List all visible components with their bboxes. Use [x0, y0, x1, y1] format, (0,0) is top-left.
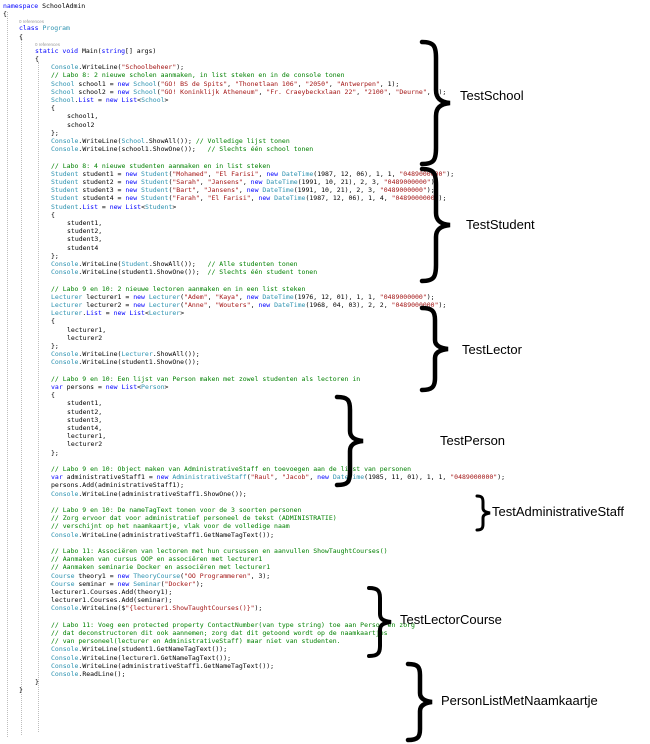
code-line: static void Main(string[] args) — [35, 46, 157, 55]
code-line: { — [51, 210, 55, 219]
annotation-test-lector-course: TestLectorCourse — [400, 612, 502, 627]
code-line: Console.WriteLine(student1.ShowOne()); /… — [51, 268, 318, 277]
code-line: persons.Add(administrativeStaff1); — [51, 481, 185, 490]
code-line: Student student2 = new Student("Sarah", … — [51, 178, 439, 186]
code-line: Lecturer lecturer1 = new Lecturer("Adem"… — [51, 292, 435, 301]
code-line: var administrativeStaff1 = new Administr… — [51, 473, 506, 482]
code-line: namespace SchoolAdmin — [3, 2, 86, 10]
code-line: Console.WriteLine("Schoolbeheer"); — [51, 63, 185, 72]
brace-icon — [405, 661, 433, 743]
code-line: Lecturer lecturer2 = new Lecturer("Anne"… — [51, 301, 447, 309]
annotation-test-student: TestStudent — [466, 217, 535, 232]
code-line: student2, — [67, 227, 103, 236]
code-line: // Labo 8: 4 nieuwe studenten aanmaken e… — [51, 161, 271, 170]
annotation-person-list-met-naamkaartje: PersonListMetNaamkaartje — [441, 693, 598, 708]
code-line: lecturer2 — [67, 333, 103, 342]
code-line: Console.ReadLine(); — [51, 670, 126, 678]
brace-icon — [475, 494, 491, 532]
code-line: lecturer1, — [67, 432, 107, 441]
code-line: school2 — [67, 120, 95, 129]
code-line: }; — [51, 128, 59, 137]
brace-icon — [334, 394, 364, 488]
code-line: Console.WriteLine(Lecturer.ShowAll()); — [51, 350, 200, 359]
code-line: Console.WriteLine(student1.ShowOne()); — [51, 358, 200, 367]
indent-guide — [21, 37, 22, 735]
annotation-test-lector: TestLector — [462, 342, 522, 357]
brace-icon — [419, 166, 451, 284]
indent-guide — [38, 62, 39, 732]
code-line: School school2 = new School("GO! Koninkl… — [51, 87, 447, 96]
code-line: Console.WriteLine(student1.GetNameTagTex… — [51, 645, 228, 654]
annotation-test-school: TestSchool — [460, 88, 524, 103]
code-line: Lecturer.List = new List<Lecturer> — [51, 309, 185, 318]
code-line: // Aanmaken van cursus OOP en associëren… — [51, 555, 263, 564]
code-line: }; — [51, 448, 59, 457]
code-line: lecturer2 — [67, 440, 103, 449]
brace-icon — [419, 305, 449, 393]
code-line: // van personeel(lecturer en Administrat… — [51, 637, 341, 646]
annotation-test-administrative-staff: TestAdministrativeStaff — [492, 504, 624, 519]
code-line: school1, — [67, 112, 99, 121]
code-line: // Labo 8: 2 nieuwe scholen aanmaken, in… — [51, 71, 345, 80]
code-line: { — [51, 391, 55, 400]
code-line: Console.WriteLine(school1.ShowOne()); //… — [51, 145, 314, 154]
code-line: School.List = new List<School> — [51, 96, 169, 104]
code-line: var persons = new List<Person> — [51, 383, 169, 391]
code-line: Student student1 = new Student("Mohamed"… — [51, 169, 455, 178]
code-line: // Labo 9 en 10: 2 nieuwe lectoren aanma… — [51, 284, 306, 293]
code-line: { — [35, 55, 39, 63]
code-line: // dat deconstructoren dit ook aannemen;… — [51, 629, 388, 637]
code-line: // Labo 11: Voeg een protected property … — [51, 620, 415, 629]
brace-icon — [367, 586, 392, 658]
code-line: class Program — [19, 24, 70, 33]
code-line: // Zorg ervoor dat voor administratief p… — [51, 514, 337, 523]
code-line: lecturer1.Courses.Add(theory1); — [51, 588, 173, 596]
code-line: // Aanmaken seminarie Docker en associër… — [51, 563, 271, 572]
brace-icon — [419, 39, 451, 167]
code-line: Student student3 = new Student("Bart", "… — [51, 186, 435, 195]
code-line: student3, — [67, 235, 103, 244]
code-line: Console.WriteLine(lecturer1.GetNameTagTe… — [51, 653, 232, 662]
code-line: lecturer1.Courses.Add(seminar); — [51, 596, 173, 605]
code-line: student4 — [67, 243, 99, 252]
code-line: // Labo 9 en 10: Een lijst van Person ma… — [51, 374, 361, 383]
code-line: student1, — [67, 219, 103, 227]
code-line: // Labo 11: Associëren van lectoren met … — [51, 547, 388, 555]
code-line: Student.List = new List<Student> — [51, 202, 177, 211]
code-line: { — [51, 104, 55, 113]
code-line: student2, — [67, 407, 103, 416]
code-line: } — [35, 678, 39, 687]
code-line: School school1 = new School("GO! BS de S… — [51, 79, 400, 88]
code-lens-references[interactable]: 0 references — [19, 19, 45, 25]
code-line: Console.WriteLine(Student.ShowAll()); //… — [51, 260, 298, 268]
code-line: } — [19, 686, 23, 695]
code-line: lecturer1, — [67, 325, 107, 334]
code-line: student3, — [67, 415, 103, 424]
code-line: Console.WriteLine(administrativeStaff1.S… — [51, 489, 247, 498]
code-line: // verschijnt op het naamkaartje, vlak v… — [51, 522, 290, 531]
code-line: { — [19, 32, 23, 41]
code-lens-references[interactable]: 0 references — [35, 41, 61, 47]
code-line: Course theory1 = new TheoryCourse("OO Pr… — [51, 571, 271, 580]
code-line: }; — [51, 342, 59, 350]
code-line: Course seminar = new Seminar("Docker"); — [51, 579, 204, 588]
code-line: Console.WriteLine(School.ShowAll()); // … — [51, 137, 290, 145]
code-line: Console.WriteLine(administrativeStaff1.G… — [51, 661, 275, 670]
code-line: { — [3, 10, 7, 19]
code-line: { — [51, 317, 55, 326]
code-line: Student student4 = new Student("Farah", … — [51, 194, 447, 203]
code-line: Console.WriteLine(administrativeStaff1.G… — [51, 530, 275, 539]
code-line: }; — [51, 251, 59, 260]
code-line: student1, — [67, 399, 103, 408]
annotation-test-person: TestPerson — [440, 433, 506, 448]
code-line: student4, — [67, 424, 103, 432]
indent-guide — [7, 12, 8, 737]
code-line: // Labo 9 en 10: De nameTagText tonen vo… — [51, 506, 302, 514]
code-line: Console.WriteLine($"{lecturer1.ShowTaugh… — [51, 604, 263, 613]
